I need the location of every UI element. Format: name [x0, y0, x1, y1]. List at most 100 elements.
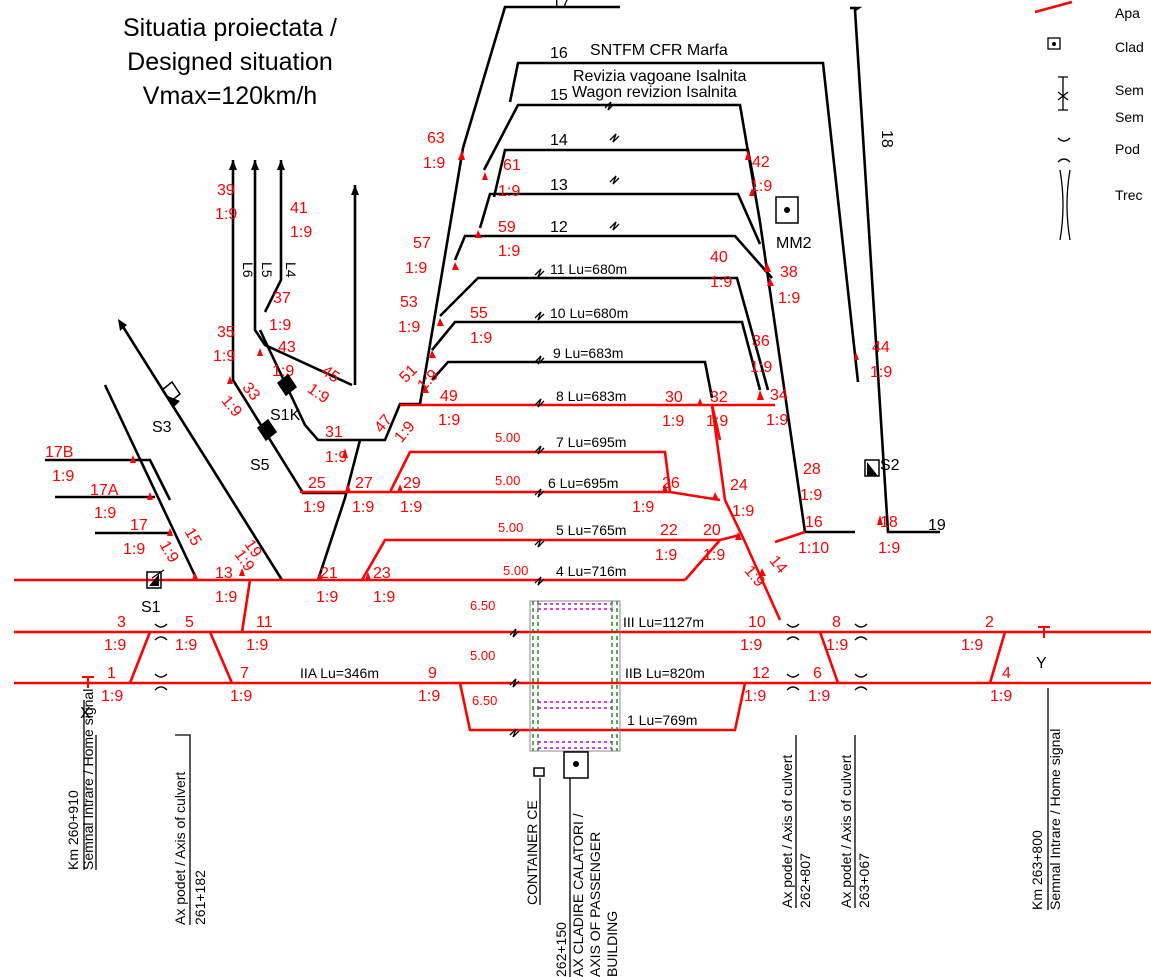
track-18 [850, 6, 940, 534]
label-track-5: 5 Lu=765m [556, 522, 626, 538]
ratio-6: 1:9 [808, 688, 830, 705]
ratio-5: 1:9 [175, 637, 197, 654]
switch-15: 15 [181, 525, 205, 549]
ratio-43: 1:9 [272, 363, 294, 380]
switch-29: 29 [403, 475, 421, 492]
label-track-17B: 17B [45, 444, 73, 461]
track-10 [430, 320, 762, 391]
switch-55: 55 [470, 305, 488, 322]
switch-9: 9 [428, 665, 437, 682]
culvert-right-km: 263+067 [856, 853, 872, 908]
ratio-24: 1:9 [732, 503, 754, 520]
label-track-12: 12 [550, 219, 568, 236]
legend-crossing-icon [1059, 169, 1071, 241]
legend-building-icon [1047, 37, 1061, 50]
label-track-16: 16 [550, 45, 568, 62]
track-17 [461, 5, 620, 149]
label-track-6: 6 Lu=695m [548, 475, 618, 491]
switch-18: 18 [880, 514, 898, 531]
platform-outline [529, 600, 621, 752]
ratio-23: 1:9 [373, 589, 395, 606]
label-track-III: III Lu=1127m [623, 614, 704, 630]
spacing-5: 5.00 [498, 520, 523, 535]
signals: S1 S3 S5 S1K S2 MM2 X Y [80, 196, 1050, 722]
ratio-57: 1:9 [405, 260, 427, 277]
signal-S2-label: S2 [880, 457, 900, 474]
signal-S3-label: S3 [152, 419, 172, 436]
legend-building-dot-icon [1052, 42, 1056, 46]
line-L4 [263, 160, 283, 313]
switch-43: 43 [278, 339, 296, 356]
passenger-building-icon [563, 751, 589, 779]
track-17B [45, 458, 172, 501]
switch-16: 16 [805, 514, 823, 531]
label-track-IIA: IIA Lu=346m [300, 665, 379, 681]
xover-16 [774, 530, 806, 544]
ratio-11: 1:9 [246, 637, 268, 654]
signal-S3-box [160, 380, 182, 404]
label-L6: L6 [240, 262, 256, 278]
spacing-7: 5.00 [495, 430, 520, 445]
ratio-63: 1:9 [423, 155, 445, 172]
label-L4: L4 [283, 262, 299, 278]
switch-flags [130, 150, 883, 580]
title-line-2: Designed situation [127, 48, 333, 76]
xover-1-3 [128, 631, 152, 684]
ratio-16: 1:10 [798, 540, 829, 557]
switch-2: 2 [985, 614, 994, 631]
signal-Y-label: Y [1036, 655, 1047, 672]
diag-S3 [118, 321, 284, 581]
switch-30: 30 [665, 389, 683, 406]
building-MM2 [775, 196, 799, 224]
label-track-14: 14 [550, 132, 568, 149]
diag-21 [316, 439, 362, 581]
label-track-4: 4 Lu=716m [556, 563, 626, 579]
break-marks [509, 101, 620, 738]
label-L5: L5 [259, 262, 275, 278]
km-home-signal-left: Km 260+910 [65, 790, 81, 870]
platforms [529, 600, 621, 752]
ratio-7: 1:9 [230, 688, 252, 705]
switch-7: 7 [240, 665, 249, 682]
switch-41: 41 [290, 200, 308, 217]
switch-57: 57 [413, 235, 431, 252]
track-11 [439, 276, 770, 391]
ratio-29: 1:9 [400, 499, 422, 516]
culvert-mid: Ax podet / Axis of culvert [779, 755, 795, 908]
km-home-signal-right: Km 263+800 [1029, 830, 1045, 910]
culvert-left-km: 261+182 [192, 870, 208, 925]
ratio-2: 1:9 [961, 637, 983, 654]
track-9 [431, 360, 714, 399]
switch-24: 24 [730, 477, 748, 494]
track-1-red [458, 682, 747, 732]
line-L5 [253, 160, 353, 387]
legend-signal-icon [1057, 76, 1069, 111]
platform-edges [532, 601, 618, 751]
ratio-10: 1:9 [740, 637, 762, 654]
diagram-title: Situatia proiectata / Designed situation… [123, 14, 337, 110]
ratio-20: 1:9 [703, 547, 725, 564]
ratio-55: 1:9 [470, 330, 492, 347]
legend-item-4: Sem [1115, 109, 1144, 125]
ratio-22: 1:9 [655, 547, 677, 564]
switch-37: 37 [273, 290, 291, 307]
switch-44: 44 [872, 339, 890, 356]
ratio-42: 1:9 [750, 178, 772, 195]
xover-2-4 [988, 631, 1007, 684]
track-16 [508, 61, 860, 383]
ratio-49: 1:9 [438, 412, 460, 429]
switch-63: 63 [427, 130, 445, 147]
switch-26: 26 [662, 475, 680, 492]
spacing-1: 6.50 [472, 693, 497, 708]
building-label-1: AX CLADIRE CALATORI / [570, 813, 586, 977]
spacing-6: 5.00 [495, 473, 520, 488]
switch-27: 27 [355, 475, 373, 492]
ratio-51: 1:9 [414, 366, 442, 394]
ratio-18: 1:9 [878, 540, 900, 557]
diag-right-main [710, 404, 782, 621]
ratio-33: 1:9 [218, 392, 245, 420]
xover-5-7 [208, 631, 234, 684]
signal-S1K-icon [276, 373, 298, 397]
